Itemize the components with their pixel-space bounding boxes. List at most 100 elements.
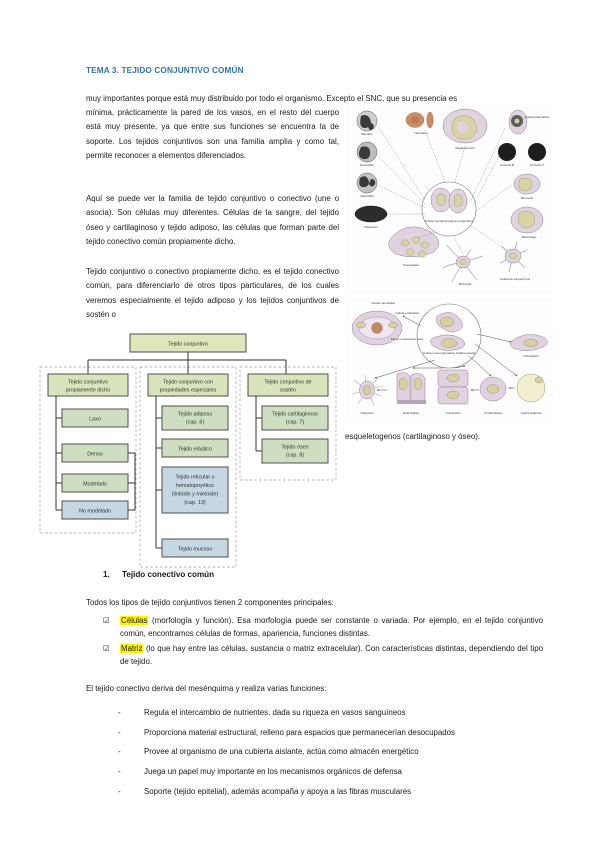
list-item: - Soporte (tejido epitelial), además aco… [118, 782, 548, 802]
page-title: TEMA 3. TEJIDO CONJUNTIVO COMÚN [86, 66, 244, 75]
figure-caption: esqueletogenos (cartilaginoso y óseo). [345, 432, 481, 441]
node-1-child-4-label: No modelado [79, 509, 111, 515]
list-item: - Proporciona material estructural, rell… [118, 723, 548, 743]
node-2-child-1 [161, 405, 229, 431]
label-osteocito: Osteocito [360, 411, 373, 415]
group-box-3 [239, 366, 337, 481]
dash-marker-icon: - [118, 747, 121, 757]
node-2-child-4 [161, 538, 229, 558]
node-2-child-2-label: Tejido elástico [178, 447, 212, 453]
list-item-text: Provee al organismo de una cubierta aisl… [144, 747, 419, 757]
checkbox-marker-icon: ☑ [103, 616, 110, 625]
label-celula-adiposa: Célula adiposa [521, 411, 542, 415]
label-linfocito-b: Linfocito B [500, 163, 514, 167]
label-microglia: Microglía [459, 282, 472, 286]
node-branch-3 [247, 373, 329, 397]
label-fibroblasto: Fibroblasto [523, 354, 539, 358]
highlight-celulas: Células [120, 616, 149, 625]
label-mastocito: Mastocito [364, 225, 378, 229]
flowchart-tejido-conjuntivo: .bx { stroke:#4f4f4f; stroke-width:1; } … [34, 330, 342, 570]
node-branch-1-line1: Tejido conjuntivo [68, 380, 108, 386]
node-3-child-2-line2: (cap. 8) [286, 453, 304, 459]
node-root-label: Tejido conjuntivo [168, 342, 208, 348]
label-basofilo: Basófilo [361, 132, 372, 136]
label-monocito: Monocito [521, 196, 534, 200]
mesenchymal-center-label-1: Célula mesenquimática indiferenciada [423, 351, 476, 355]
node-branch-3-line2: sostén [280, 388, 296, 394]
node-branch-3-line1: Tejido conjuntivo de [264, 380, 311, 386]
components-intro: Todos los tipos de tejido conjuntivos ti… [86, 598, 334, 607]
node-2-child-4-label: Tejido mucoso [178, 547, 212, 553]
node-1-child-1-label: Laxo [89, 417, 101, 423]
highlight-matriz: Matriz [120, 643, 144, 653]
list-item: ☑ Matriz (lo que hay entre las células, … [103, 642, 543, 669]
paragraph-1-rest: mínima, prácticamente la pared de los va… [86, 108, 339, 160]
lead-line: muy importantes porque está muy distribu… [86, 94, 458, 103]
label-eosinofilo: Eosinófilo [360, 163, 374, 167]
list-item-body: (lo que hay entre las células, sustancia… [120, 643, 543, 667]
paragraph-3: Tejido conjuntivo o conectivo propiament… [86, 267, 339, 319]
figure-center-label: Célula hematopoyética progenitora [425, 219, 473, 223]
node-2-child-3-line1: Tejido reticular o [175, 475, 214, 481]
list-item-text: Matriz (lo que hay entre las células, su… [120, 642, 543, 669]
paragraph-2: Aquí se puede ver la familia de tejido c… [86, 194, 339, 246]
list-item: ☑ Células (morfología y función). Esa mo… [103, 614, 543, 641]
node-1-child-3-label: Modelado [83, 482, 107, 488]
label-condrocito: Condrocito [446, 411, 461, 415]
node-2-child-1-line2: (cap. 6) [186, 420, 204, 426]
paragraph-1: x [86, 92, 339, 106]
label-condroblasto: Condroblasto [484, 411, 503, 415]
node-branch-1 [47, 373, 129, 397]
node-branch-2 [147, 373, 229, 397]
list-item-text: Regula el intercambio de nutrientes, dad… [144, 708, 406, 717]
section-number: 1. [103, 570, 110, 579]
label-fibras-musculares-lisas: Fibras musculares lisas [391, 337, 424, 341]
node-3-child-1-line1: Tejido cartilaginoso [272, 412, 318, 418]
section-heading: 1. Tejido conectivo común [103, 570, 214, 579]
functions-list: - Regula el intercambio de nutrientes, d… [118, 703, 548, 802]
label-celula-endotelial: Célula endotelial [396, 311, 419, 315]
node-3-child-2 [261, 438, 329, 464]
node-2-child-3-line4: (cap. 13) [184, 500, 205, 506]
node-2-child-3-line3: (linfoide y mieloide) [172, 492, 219, 498]
label-celula-mesotelial: Célula mesotelial [371, 301, 395, 305]
figure-hematopoietic-lineage: .lbl { font-family: "Liberation Sans", s… [345, 104, 553, 294]
list-item-text: Juega un papel muy importante en los mec… [144, 767, 402, 777]
node-branch-2-line1: Tejido conjuntivo con [163, 380, 213, 386]
list-item: - Provee al organismo de una cubierta ai… [118, 742, 548, 762]
section-heading-text: Tejido conectivo común [122, 570, 215, 579]
components-list: ☑ Células (morfología y función). Esa mo… [103, 614, 543, 670]
node-root [129, 333, 247, 353]
node-3-child-1 [261, 405, 329, 431]
label-megacariocito: Megacariocito [455, 146, 475, 150]
label-linfocito-t: Linfocito T [530, 163, 544, 167]
dash-marker-icon: - [118, 786, 121, 796]
label-celula-langerhans: Célula de Langerhans [500, 277, 531, 281]
label-osteoblasto: Osteoblasto [403, 411, 420, 415]
node-2-child-3 [161, 466, 229, 514]
node-2-child-3-line2: hematopoyético [176, 483, 214, 489]
node-branch-1-line2: propiamente dicho [66, 388, 110, 394]
node-2-child-2 [161, 438, 229, 458]
node-2-child-1-line1: Tejido adiposo [178, 412, 212, 418]
node-3-child-2-line1: Tejido óseo [281, 445, 308, 451]
functions-intro: El tejido conectivo deriva del mesénquim… [86, 684, 327, 693]
label-neutrofilo: Neutrófilo [360, 194, 374, 198]
node-1-child-1 [61, 408, 129, 428]
dash-marker-icon: - [118, 727, 121, 737]
dash-marker-icon: - [118, 767, 121, 777]
node-1-child-2-label: Denso [87, 452, 103, 458]
label-celula-plasmatica: Célula plasmática [525, 115, 550, 119]
list-item-body: (morfología y función). Esa morfología p… [120, 616, 543, 639]
label-hematies: Hematíes [414, 131, 428, 135]
list-item: - Regula el intercambio de nutrientes, d… [118, 703, 548, 723]
dash-marker-icon: - [118, 708, 121, 717]
label-macrofago: Macrófago [522, 235, 537, 239]
node-3-child-1-line2: (cap. 7) [286, 420, 304, 426]
list-item-text: Soporte (tejido epitelial), además acomp… [144, 786, 412, 796]
list-item: - Juega un papel muy importante en los m… [118, 762, 548, 782]
label-osteoclasto: Osteoclasto [403, 263, 420, 267]
list-item-text: Proporciona material estructural, rellen… [144, 727, 455, 737]
list-item-text: Células (morfología y función). Esa morf… [120, 614, 543, 641]
